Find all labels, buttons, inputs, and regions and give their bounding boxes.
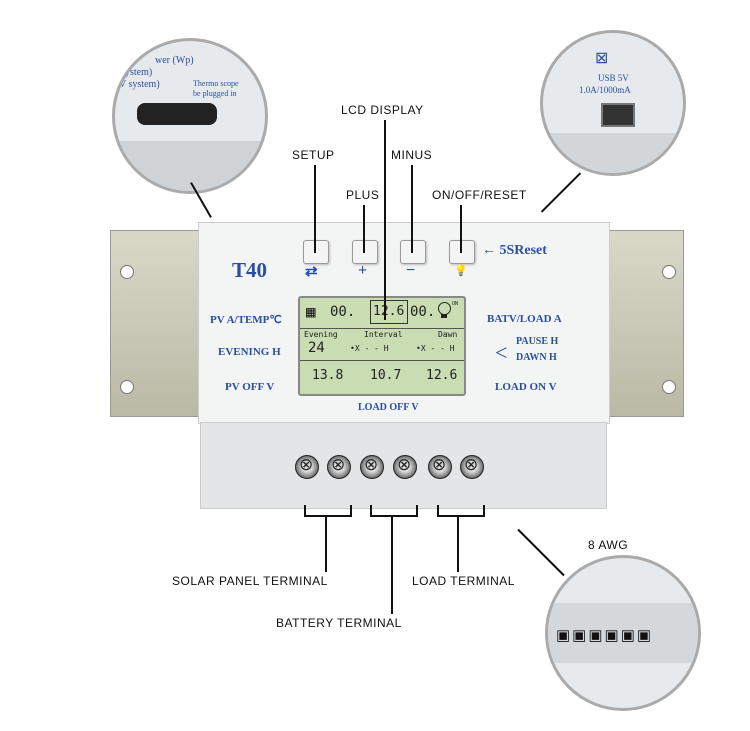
interval-heading: Interval: [364, 330, 403, 339]
housing-edge: [548, 603, 698, 663]
pv-off-label: PV OFF V: [225, 381, 275, 393]
pv-temp-label: PV A/TEMP℃: [210, 314, 282, 326]
thermo-port-callout: wer (Wp) ystem) V system) Thermo scope b…: [112, 38, 268, 194]
load-current: 00.: [410, 304, 436, 320]
plus-symbol: +: [358, 262, 368, 279]
battery-terminal-negative[interactable]: [393, 455, 417, 479]
usb-current: 1.0A/1000mA: [579, 85, 631, 95]
battery-value: 12.6: [373, 304, 405, 319]
solar-terminal-negative[interactable]: [327, 455, 351, 479]
mount-hole: [120, 380, 134, 394]
pause-label: PAUSE H: [516, 336, 559, 347]
mount-hole: [662, 380, 676, 394]
callout-pointer: [540, 172, 582, 213]
usb-port[interactable]: [601, 103, 635, 127]
reset-hint: ← 5SReset: [482, 243, 547, 258]
lcd-divider: [300, 360, 464, 361]
load-off-value: 10.7: [370, 368, 402, 383]
load-off-label: LOAD OFF V: [358, 402, 419, 413]
leader-line: [391, 516, 393, 614]
load-terminal-label: LOAD TERMINAL: [412, 574, 515, 588]
callout-text: be plugged in: [193, 89, 237, 98]
on-off-reset-label: ON/OFF/RESET: [432, 188, 527, 202]
leader-line: [363, 205, 365, 253]
load-on-value: 12.6: [426, 368, 458, 383]
load-bracket: [437, 505, 485, 517]
battery-icon: [370, 300, 408, 324]
mount-hole: [120, 265, 134, 279]
lcd-divider: [300, 328, 464, 329]
bulb-base: [441, 314, 447, 318]
dawn-label: DAWN H: [516, 352, 557, 363]
battery-terminal-positive[interactable]: [360, 455, 384, 479]
thermo-plug: [137, 103, 217, 125]
leader-line: [460, 205, 462, 253]
usb-port-callout: ⊠ USB 5V 1.0A/1000mA: [540, 30, 686, 176]
evening-label: EVENING H: [218, 346, 281, 358]
battery-bracket: [370, 505, 418, 517]
interval-value: •X - - H: [350, 344, 389, 353]
pv-current: 00.: [330, 304, 356, 320]
bulb-icon: 💡: [454, 265, 468, 277]
mount-hole: [662, 265, 676, 279]
load-terminal-positive[interactable]: [428, 455, 452, 479]
minus-button[interactable]: [400, 240, 426, 264]
solar-bracket: [304, 505, 352, 517]
bat-load-label: BATV/LOAD A: [487, 313, 562, 325]
minus-symbol: −: [406, 262, 416, 279]
setup-symbol: ⇄: [305, 264, 318, 280]
dawn-value: •X - - H: [416, 344, 455, 353]
model-name: T40: [232, 258, 268, 282]
on-off-reset-button[interactable]: [449, 240, 475, 264]
terminal-callout: ▣▣▣▣▣▣: [545, 555, 701, 711]
usb-spec: USB 5V: [598, 73, 629, 83]
housing-edge: [115, 141, 265, 191]
setup-label: SETUP: [292, 148, 335, 162]
awg-label: 8 AWG: [588, 538, 629, 552]
on-indicator: ON: [452, 301, 459, 307]
callout-text: Thermo scope: [193, 79, 239, 88]
leader-line: [457, 516, 459, 572]
callout-text: wer (Wp): [155, 55, 194, 66]
lcd-screen: ▦ 00. 12.6 00. ON Evening Interval Dawn …: [298, 296, 466, 396]
minus-label: MINUS: [391, 148, 433, 162]
terminal-slots: ▣▣▣▣▣▣: [556, 627, 654, 644]
solar-panel-icon: ▦: [306, 302, 316, 321]
setup-button[interactable]: [303, 240, 329, 264]
leader-line: [411, 165, 413, 253]
recycle-icon: ⊠: [595, 50, 609, 67]
pv-off-value: 13.8: [312, 368, 344, 383]
battery-terminal-label: BATTERY TERMINAL: [276, 616, 402, 630]
leader-line: [384, 120, 386, 320]
callout-text: V system): [119, 79, 160, 90]
leader-line: [314, 165, 316, 253]
leader-line: [325, 516, 327, 572]
load-terminal-negative[interactable]: [460, 455, 484, 479]
dawn-heading: Dawn: [438, 330, 458, 339]
solar-terminal-positive[interactable]: [295, 455, 319, 479]
load-on-label: LOAD ON V: [495, 381, 557, 393]
evening-hours: 24: [308, 340, 325, 356]
plus-label: PLUS: [346, 188, 380, 202]
callout-pointer: [517, 528, 565, 577]
lcd-display-label: LCD DISPLAY: [341, 103, 424, 117]
solar-panel-terminal-label: SOLAR PANEL TERMINAL: [172, 574, 328, 588]
housing-edge: [543, 133, 683, 173]
evening-heading: Evening: [304, 330, 338, 339]
callout-text: ystem): [125, 67, 153, 78]
bracket-symbol: <: [495, 340, 508, 365]
plus-button[interactable]: [352, 240, 378, 264]
